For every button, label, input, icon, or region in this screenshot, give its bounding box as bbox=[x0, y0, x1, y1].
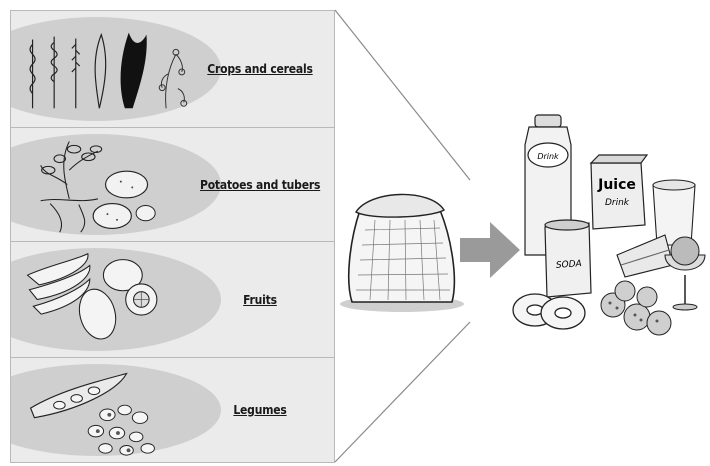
panel-label: Potatoes and tubers bbox=[200, 178, 320, 192]
cereal-plants-icon bbox=[17, 15, 217, 123]
panel-label: Crops and cereals bbox=[200, 62, 320, 76]
sack-icon bbox=[330, 180, 470, 315]
processed-foods-icon: Drink Juice Drink SODA bbox=[505, 105, 710, 345]
panel-fruits: Fruits bbox=[10, 241, 335, 358]
legumes-icon bbox=[17, 362, 217, 458]
panel-label: Fruits bbox=[200, 293, 320, 307]
bottle-label: Drink bbox=[537, 152, 559, 161]
soda-can-label: SODA bbox=[556, 259, 583, 271]
fruits-icon bbox=[17, 246, 217, 353]
panel-label: Legumes bbox=[200, 403, 320, 417]
panel-legumes: Legumes bbox=[10, 357, 335, 463]
panel-crops-and-cereals: Crops and cereals bbox=[10, 10, 335, 128]
juice-sublabel: Drink bbox=[605, 198, 630, 208]
panel-potatoes-and-tubers: Potatoes and tubers bbox=[10, 127, 335, 242]
juice-label: Juice bbox=[597, 177, 636, 193]
potato-plant-icon bbox=[17, 132, 217, 237]
